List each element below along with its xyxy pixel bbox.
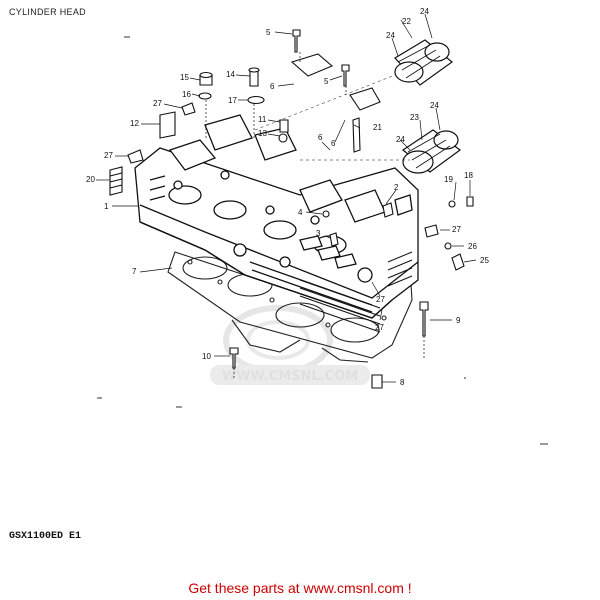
svg-text:27: 27 xyxy=(376,295,385,304)
svg-text:23: 23 xyxy=(410,113,419,122)
svg-text:12: 12 xyxy=(130,119,139,128)
svg-text:6: 6 xyxy=(331,139,336,148)
svg-text:22: 22 xyxy=(402,17,411,26)
svg-text:13: 13 xyxy=(258,129,267,138)
page-title: CYLINDER HEAD xyxy=(9,7,86,17)
svg-text:15: 15 xyxy=(180,73,189,82)
svg-text:6: 6 xyxy=(318,133,323,142)
svg-text:20: 20 xyxy=(86,175,95,184)
svg-text:19: 19 xyxy=(444,175,453,184)
svg-text:16: 16 xyxy=(182,90,191,99)
part-callouts: 5 5 6 6 15 14 16 17 27 12 11 13 27 20 1 … xyxy=(86,7,489,387)
svg-text:4: 4 xyxy=(298,208,303,217)
watermark-text: WWW.CMSNL.COM xyxy=(222,369,358,384)
svg-text:24: 24 xyxy=(386,31,395,40)
svg-text:3: 3 xyxy=(316,229,321,238)
svg-text:21: 21 xyxy=(373,123,382,132)
svg-text:17: 17 xyxy=(228,96,237,105)
svg-text:27: 27 xyxy=(153,99,162,108)
svg-text:1: 1 xyxy=(104,202,109,211)
svg-text:24: 24 xyxy=(396,135,405,144)
svg-text:14: 14 xyxy=(226,70,235,79)
svg-text:24: 24 xyxy=(420,7,429,16)
model-code: GSX1100ED E1 xyxy=(9,531,82,542)
svg-text:10: 10 xyxy=(202,352,211,361)
svg-text:27: 27 xyxy=(104,151,113,160)
get-parts-link[interactable]: Get these parts at www.cmsnl.com ! xyxy=(188,580,412,596)
svg-text:2: 2 xyxy=(394,183,399,192)
watermark-logo: WWW.CMSNL.COM xyxy=(210,305,370,385)
svg-text:11: 11 xyxy=(258,115,267,124)
svg-text:18: 18 xyxy=(464,171,473,180)
svg-text:27: 27 xyxy=(375,323,384,332)
svg-text:6: 6 xyxy=(270,82,275,91)
svg-text:27: 27 xyxy=(452,225,461,234)
svg-text:25: 25 xyxy=(480,256,489,265)
svg-text:5: 5 xyxy=(324,77,329,86)
svg-text:8: 8 xyxy=(400,378,405,387)
scan-marks xyxy=(97,36,548,445)
small-parts xyxy=(109,29,474,389)
intake-pipe-lower xyxy=(401,129,462,174)
svg-text:5: 5 xyxy=(266,28,271,37)
svg-text:9: 9 xyxy=(456,316,461,325)
cylinder-head-body xyxy=(134,114,419,333)
svg-text:26: 26 xyxy=(468,242,477,251)
svg-text:7: 7 xyxy=(132,267,137,276)
intake-pipe-upper xyxy=(394,39,453,86)
svg-text:24: 24 xyxy=(430,101,439,110)
